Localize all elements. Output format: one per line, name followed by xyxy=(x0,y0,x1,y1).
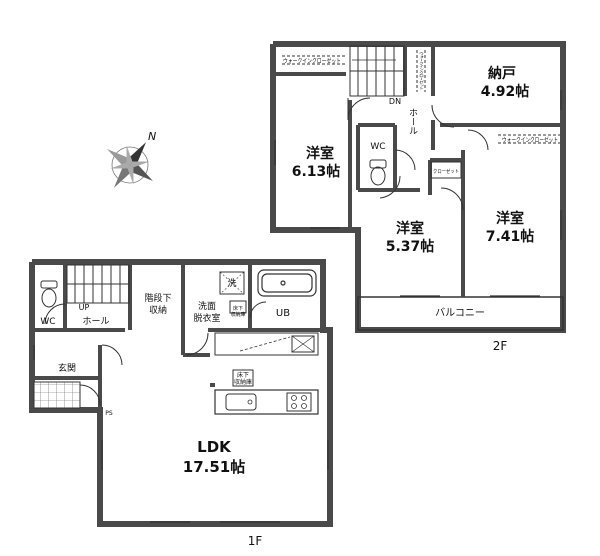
room-label-washroom-line2: 脱衣室 xyxy=(193,312,220,324)
label-washing-machine: 洗 xyxy=(227,277,236,289)
room-label-under-stairs-line2: 収納 xyxy=(149,304,167,316)
room-label-ub: UB xyxy=(276,308,290,319)
first-floor xyxy=(29,259,333,527)
room-label-hall-2f: ホール xyxy=(407,108,418,135)
room-label-western-c: 洋室 xyxy=(496,210,524,227)
label-closet-small: クローゼット xyxy=(433,168,459,175)
floor-label-1f: 1F xyxy=(248,534,263,548)
room-size-ldk: 17.51帖 xyxy=(183,458,245,476)
label-walkin-closet-vertical: ウォークインクローゼット xyxy=(418,52,424,91)
room-label-entrance: 玄関 xyxy=(58,362,76,374)
room-label-hall-1f: ホール xyxy=(82,316,109,327)
room-label-under-stairs-line1: 階段下 xyxy=(144,292,171,304)
room-label-western-b: 洋室 xyxy=(396,220,424,237)
label-dn: DN xyxy=(389,97,401,106)
room-label-washroom-line1: 洗面 xyxy=(198,300,216,312)
label-floor-storage-a-line1: 床下 xyxy=(233,305,243,312)
room-label-wc-2f: WC xyxy=(370,142,385,152)
room-label-ldk: LDK xyxy=(197,438,232,456)
second-floor-labels: 洋室 6.13帖 洋室 5.37帖 洋室 7.41帖 納戸 4.92帖 WC D… xyxy=(283,52,558,353)
label-floor-storage-a-line2: 収納庫 xyxy=(230,311,245,318)
room-size-western-b: 5.37帖 xyxy=(386,238,435,255)
room-size-storage: 4.92帖 xyxy=(481,83,530,100)
label-up: UP xyxy=(79,303,90,312)
room-label-balcony: バルコニー xyxy=(435,307,485,319)
compass-north-label: N xyxy=(148,130,156,143)
label-ps: PS xyxy=(105,410,113,417)
room-label-wc-1f: WC xyxy=(40,317,55,327)
room-size-western-a: 6.13帖 xyxy=(292,163,341,180)
room-label-storage: 納戸 xyxy=(488,65,516,82)
label-floor-storage-b-line1: 床下 xyxy=(237,371,249,379)
room-label-western-a: 洋室 xyxy=(306,145,334,162)
floor-label-2f: 2F xyxy=(493,339,508,353)
label-walkin-closet-a: ウォークインクローゼット xyxy=(283,57,341,65)
room-size-western-c: 7.41帖 xyxy=(486,228,535,245)
label-floor-storage-b-line2: 収納庫 xyxy=(234,378,252,386)
second-floor xyxy=(270,41,566,333)
first-floor-labels: WC UP ホール 玄関 階段下 収納 洗面 脱衣室 UB 洗 床下 収納庫 床… xyxy=(40,277,290,548)
label-walkin-closet-b: ウォークインクローゼット xyxy=(502,136,558,144)
compass-rose xyxy=(107,142,153,188)
